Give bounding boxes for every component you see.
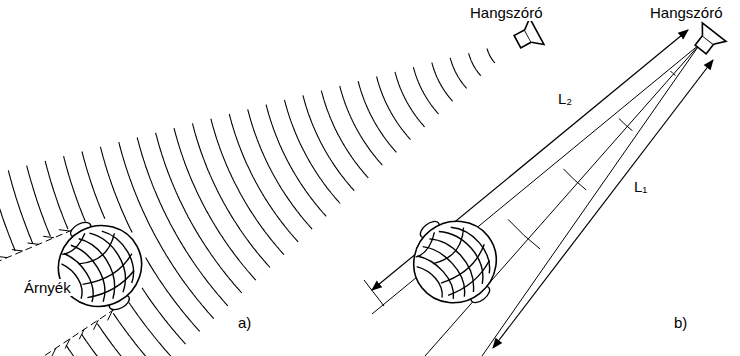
wave-front	[487, 48, 495, 63]
panel-label: b)	[672, 314, 689, 331]
length-label: L₂	[556, 90, 574, 107]
wave-front	[8, 170, 33, 243]
wave-front	[0, 175, 15, 251]
hair-stroke	[58, 233, 89, 256]
wave-front	[146, 258, 200, 332]
wave-front	[266, 105, 326, 217]
wave-front	[432, 63, 453, 102]
wave-front	[64, 156, 86, 221]
wave-front	[564, 169, 587, 190]
shadow-tick	[43, 236, 54, 237]
wave-front	[229, 114, 298, 242]
wave-front	[450, 58, 467, 89]
wave-front	[113, 313, 157, 356]
sound-ray	[482, 44, 700, 356]
wave-front	[248, 109, 312, 229]
head-outline	[397, 205, 512, 320]
head-outline	[44, 211, 156, 321]
wave-front	[377, 77, 411, 140]
wave-front	[508, 220, 540, 250]
wave-front	[27, 166, 51, 237]
hair-stroke	[81, 254, 136, 289]
hair-stroke	[417, 262, 448, 298]
shadow-tick	[0, 256, 7, 257]
hair-stroke	[86, 271, 137, 302]
wave-front	[142, 288, 186, 344]
sound-ray	[425, 44, 700, 356]
head	[41, 205, 159, 327]
shadow-tick	[108, 311, 113, 321]
length-label: L₁	[632, 178, 649, 195]
dimension-arrow	[493, 60, 713, 348]
sound-rays	[364, 30, 713, 356]
hair-stroke	[71, 239, 113, 303]
hair-stroke	[423, 239, 473, 298]
hair-stroke	[447, 261, 493, 299]
wave-front	[413, 67, 438, 114]
hair-stroke	[439, 244, 490, 287]
panel-label: a)	[236, 314, 253, 331]
shadow-tick	[65, 339, 70, 349]
hair-stroke	[74, 233, 121, 267]
wave-front	[129, 303, 172, 356]
wave-front	[82, 334, 130, 356]
wave-front	[340, 86, 383, 165]
wave-front	[45, 161, 68, 229]
wave-front	[211, 119, 284, 255]
wave-front	[100, 147, 132, 233]
sound-waves	[0, 48, 495, 356]
shadow-tick	[12, 250, 23, 251]
speaker-symbol	[689, 23, 726, 59]
wave-front	[119, 142, 214, 318]
head	[393, 199, 517, 325]
speaker-label: Hangszóró	[648, 4, 725, 21]
hair-stroke	[79, 232, 124, 300]
shadow-boundary	[0, 303, 124, 356]
wave-front	[285, 100, 341, 204]
wave-front	[395, 72, 425, 127]
extension-line	[364, 280, 384, 306]
shadow-label: Árnyék	[22, 279, 73, 296]
wave-front	[619, 118, 633, 130]
wave-front	[193, 123, 270, 267]
wave-front	[321, 91, 368, 178]
wave-front	[97, 324, 143, 356]
shadow-tick	[94, 320, 99, 330]
wave-front	[82, 152, 105, 219]
wave-front	[66, 345, 115, 356]
speaker-symbols	[510, 18, 726, 59]
speaker-label: Hangszóró	[468, 4, 545, 21]
shadow-tick	[79, 329, 84, 339]
wave-front	[174, 128, 256, 280]
shadow-tick	[51, 348, 56, 356]
hair-stroke	[411, 232, 441, 258]
wave-front	[469, 53, 481, 76]
wave-front	[303, 95, 354, 190]
shadow-tick	[28, 243, 39, 244]
wave-front	[671, 71, 676, 76]
hair-stroke	[102, 225, 142, 284]
speaker-symbol	[510, 18, 544, 55]
head-figures	[41, 199, 517, 327]
shadow-tick	[59, 230, 70, 231]
